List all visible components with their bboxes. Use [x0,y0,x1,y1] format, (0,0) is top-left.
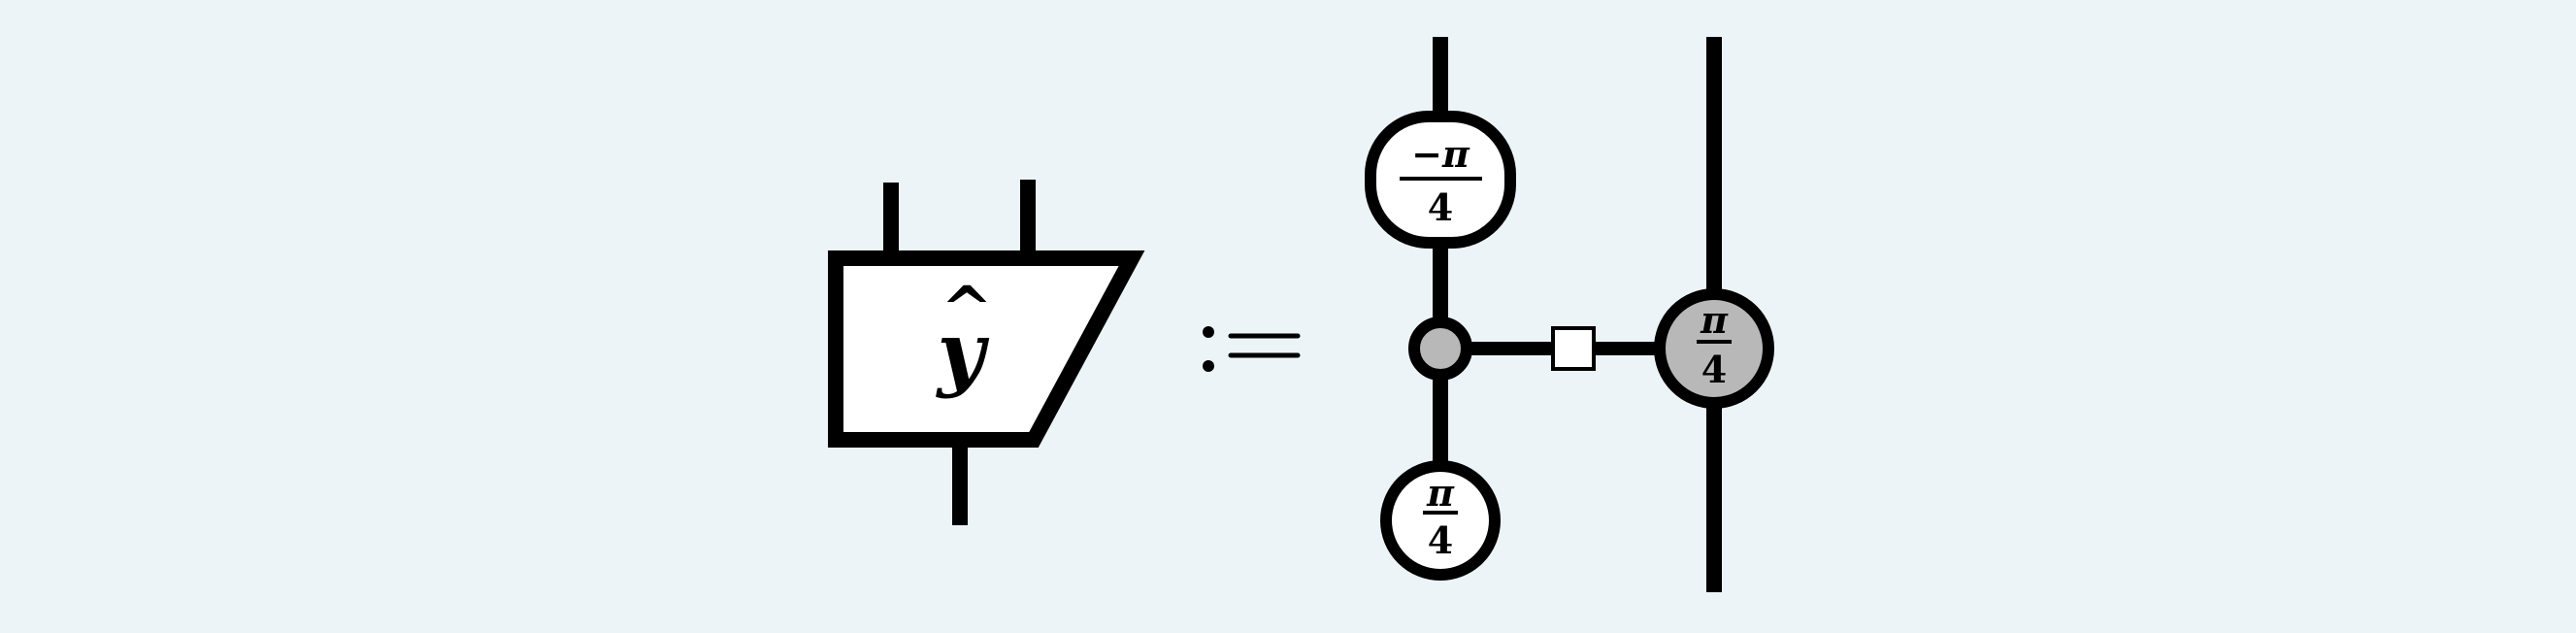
rhs-right-spider-denominator: 4 [1701,348,1727,391]
lhs-box-symbol: y [936,304,990,400]
rhs-bottom-spider-denominator: 4 [1428,518,1453,562]
rhs-top-box-numerator: −π [1411,132,1470,176]
rhs-group: −π 4 π 4 π 4 [1365,37,1774,592]
definition-symbol: := [1203,326,1301,372]
rhs-hadamard-box [1551,326,1596,371]
lhs-box-accent: ^ [941,273,993,346]
rhs-bottom-spider-circle [1380,460,1501,581]
lhs-box-group: ^ y [828,180,1145,525]
rhs-right-spider-numerator: π [1700,298,1729,342]
rhs-grey-junction-spider [1408,316,1472,381]
rhs-bottom-spider-numerator: π [1426,471,1455,515]
rhs-right-spider-circle [1654,288,1774,409]
rhs-top-rounded-box: −π 4 [1365,111,1516,249]
rhs-top-box-denominator: 4 [1428,185,1453,229]
rhs-right-spider: π 4 [1654,288,1774,409]
colon-dot-bottom [1203,360,1214,372]
lhs-trapezoid-box [828,250,1145,448]
colon-dot-top [1203,326,1214,338]
rhs-bottom-spider: π 4 [1380,460,1501,581]
